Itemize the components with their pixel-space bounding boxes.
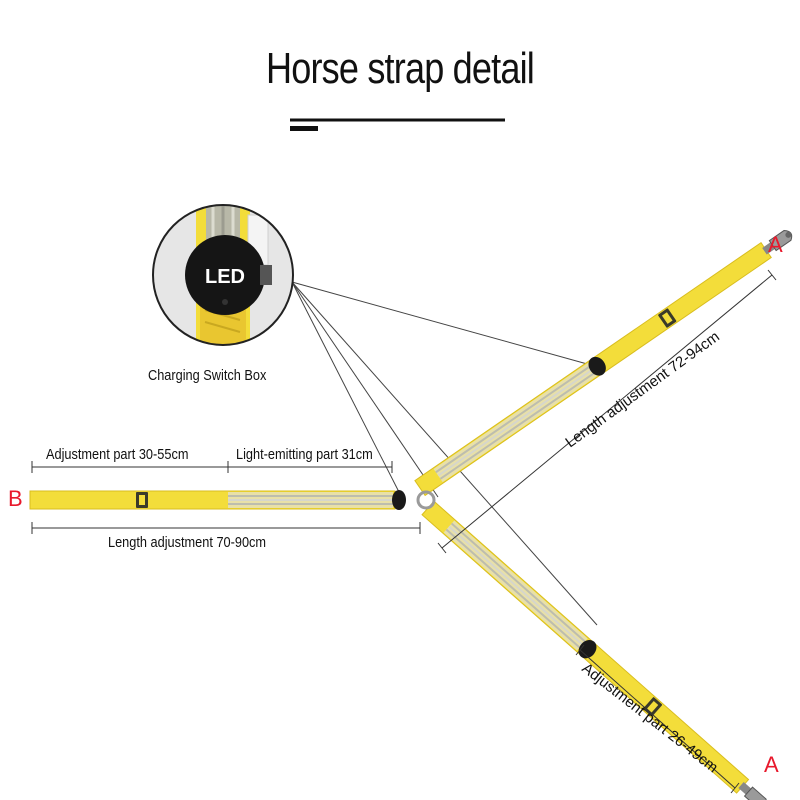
callout-lines: [291, 281, 599, 626]
light-emitting-part-label: Light-emitting part 31cm: [236, 446, 373, 463]
charging-switch-box-callout: LED: [152, 204, 294, 346]
switch-box-a-upper: [588, 356, 606, 376]
switch-box-caption: Charging Switch Box: [148, 367, 267, 384]
length-adjustment-a-label: Length adjustment 72-94cm: [562, 328, 722, 451]
junction-ring: [416, 490, 436, 510]
strap-b: [29, 490, 406, 510]
strap-a-upper: [414, 229, 793, 497]
switch-box-b: [392, 490, 406, 510]
dimension-lines-b: [31, 461, 421, 534]
dimension-lines-a-upper: [437, 269, 777, 554]
adjustment-part-a-label: Adjustment part 26-49cm: [579, 660, 722, 777]
adjustment-part-b-label: Adjustment part 30-55cm: [46, 446, 189, 463]
length-adjustment-b-label: Length adjustment 70-90cm: [108, 534, 267, 551]
dimension-lines-a-lower: [575, 644, 740, 794]
page-title: Horse strap detail: [265, 44, 535, 93]
end-label-a-upper: A: [768, 232, 783, 257]
title-underline-accent: [290, 126, 318, 131]
end-label-b: B: [8, 486, 23, 511]
led-label: LED: [205, 266, 245, 288]
switch-box-a-lower: [578, 639, 597, 659]
end-label-a-lower: A: [764, 752, 779, 777]
strap-a-lower: [421, 500, 767, 800]
